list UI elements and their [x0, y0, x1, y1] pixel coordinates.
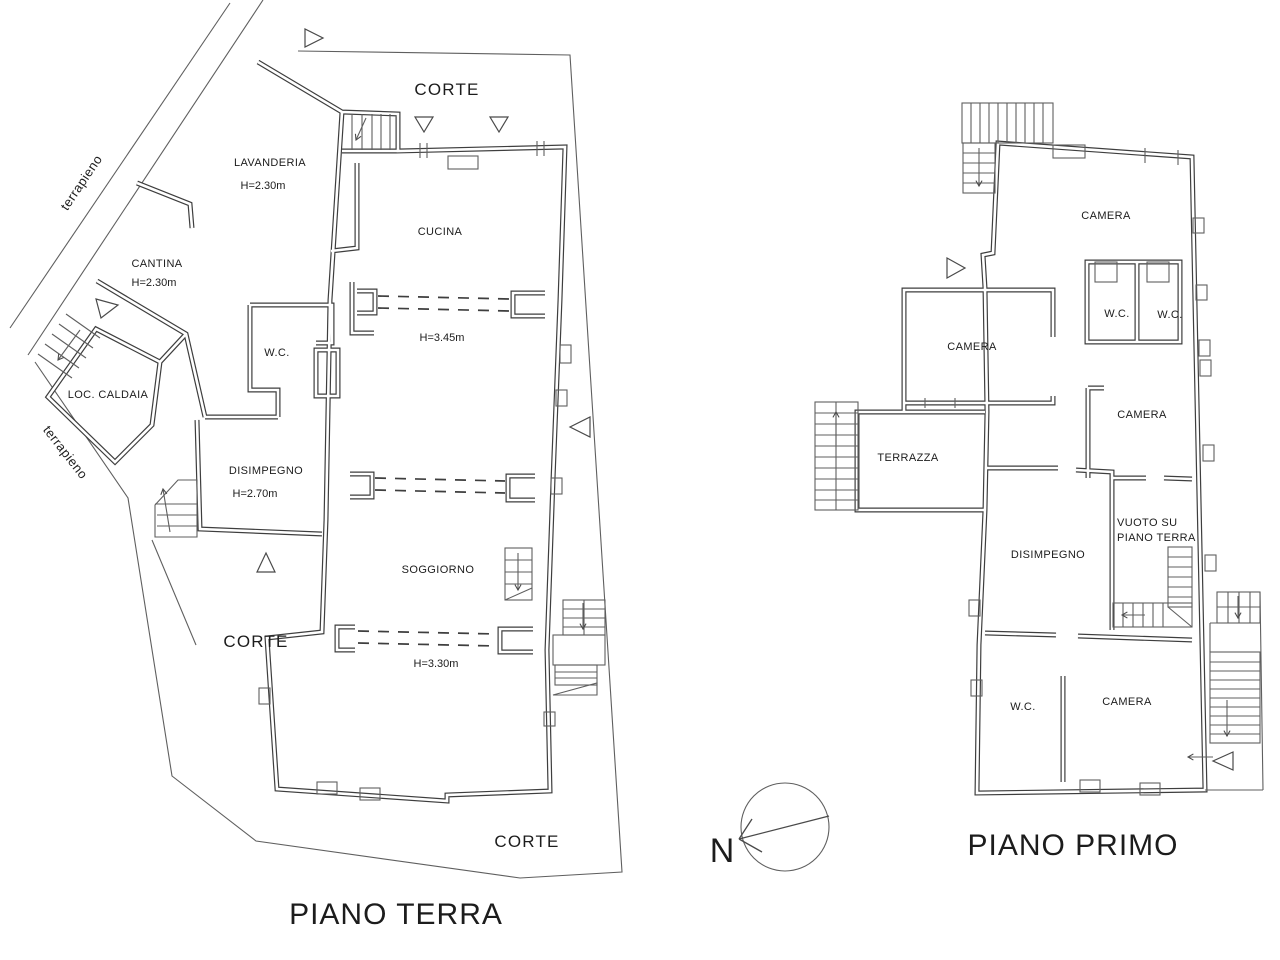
disimpegno-stair-icon [154, 479, 198, 538]
label-corte-left: CORTE [223, 632, 288, 651]
label-vuoto-line1: VUOTO SU [1117, 517, 1177, 529]
label-camera-west: CAMERA [947, 341, 997, 353]
label-disimpegno-primo: DISIMPEGNO [1011, 549, 1085, 561]
piano-primo-plan: CAMERA W.C. W.C. CAMERA CAMERA TERRAZZA … [814, 102, 1264, 862]
site-boundary-lines [9, 0, 623, 879]
label-h330: H=3.30m [414, 658, 459, 670]
label-terrapieno-upper: terrapieno [57, 152, 105, 213]
label-camera-east: CAMERA [1117, 409, 1167, 421]
label-wc-left: W.C. [1104, 308, 1129, 320]
label-wc-south: W.C. [1010, 701, 1035, 713]
piano-primo-markers [946, 256, 1234, 771]
label-lavanderia-h: H=2.30m [241, 180, 286, 192]
label-vuoto-line2: PIANO TERRA [1117, 532, 1196, 544]
label-loc-caldaia: LOC. CALDAIA [68, 389, 149, 401]
label-lavanderia: LAVANDERIA [234, 157, 306, 169]
label-camera-south: CAMERA [1102, 696, 1152, 708]
entrance-stair-icon [351, 114, 391, 150]
piano-terra-plan: CORTE LAVANDERIA H=2.30m CUCINA CANTINA … [9, 0, 623, 931]
piano-primo-windows [924, 144, 1217, 796]
label-cucina: CUCINA [418, 226, 463, 238]
dashed-openings [357, 295, 511, 647]
east-stairs-icon [552, 599, 606, 696]
label-wc-right: W.C. [1157, 309, 1182, 321]
compass-circle-icon [740, 782, 830, 872]
label-cantina: CANTINA [131, 258, 182, 270]
label-wc-terra: W.C. [264, 347, 289, 359]
piano-primo-walls [857, 143, 1205, 793]
compass: N [710, 782, 830, 872]
label-terrazza: TERRAZZA [877, 452, 939, 464]
label-soggiorno: SOGGIORNO [402, 564, 475, 576]
label-disimpegno-terra: DISIMPEGNO [229, 465, 303, 477]
soggiorno-stair-icon [504, 547, 533, 601]
label-h345: H=3.45m [420, 332, 465, 344]
compass-north-label: N [710, 832, 735, 870]
piano-primo-stairs [814, 102, 1264, 791]
piano-primo-title: PIANO PRIMO [967, 829, 1178, 862]
piano-terra-windows [258, 141, 572, 801]
piano-terra-markers [95, 28, 591, 573]
label-disimpegno-h: H=2.70m [233, 488, 278, 500]
label-corte-top: CORTE [414, 80, 479, 99]
label-corte-bottom: CORTE [494, 832, 559, 851]
label-cantina-h: H=2.30m [132, 277, 177, 289]
piano-terra-title: PIANO TERRA [289, 898, 503, 931]
slope-stair-icon [37, 313, 101, 379]
north-arrow-icon [738, 815, 830, 853]
label-camera-north: CAMERA [1081, 210, 1131, 222]
piano-terra-walls [48, 62, 565, 801]
